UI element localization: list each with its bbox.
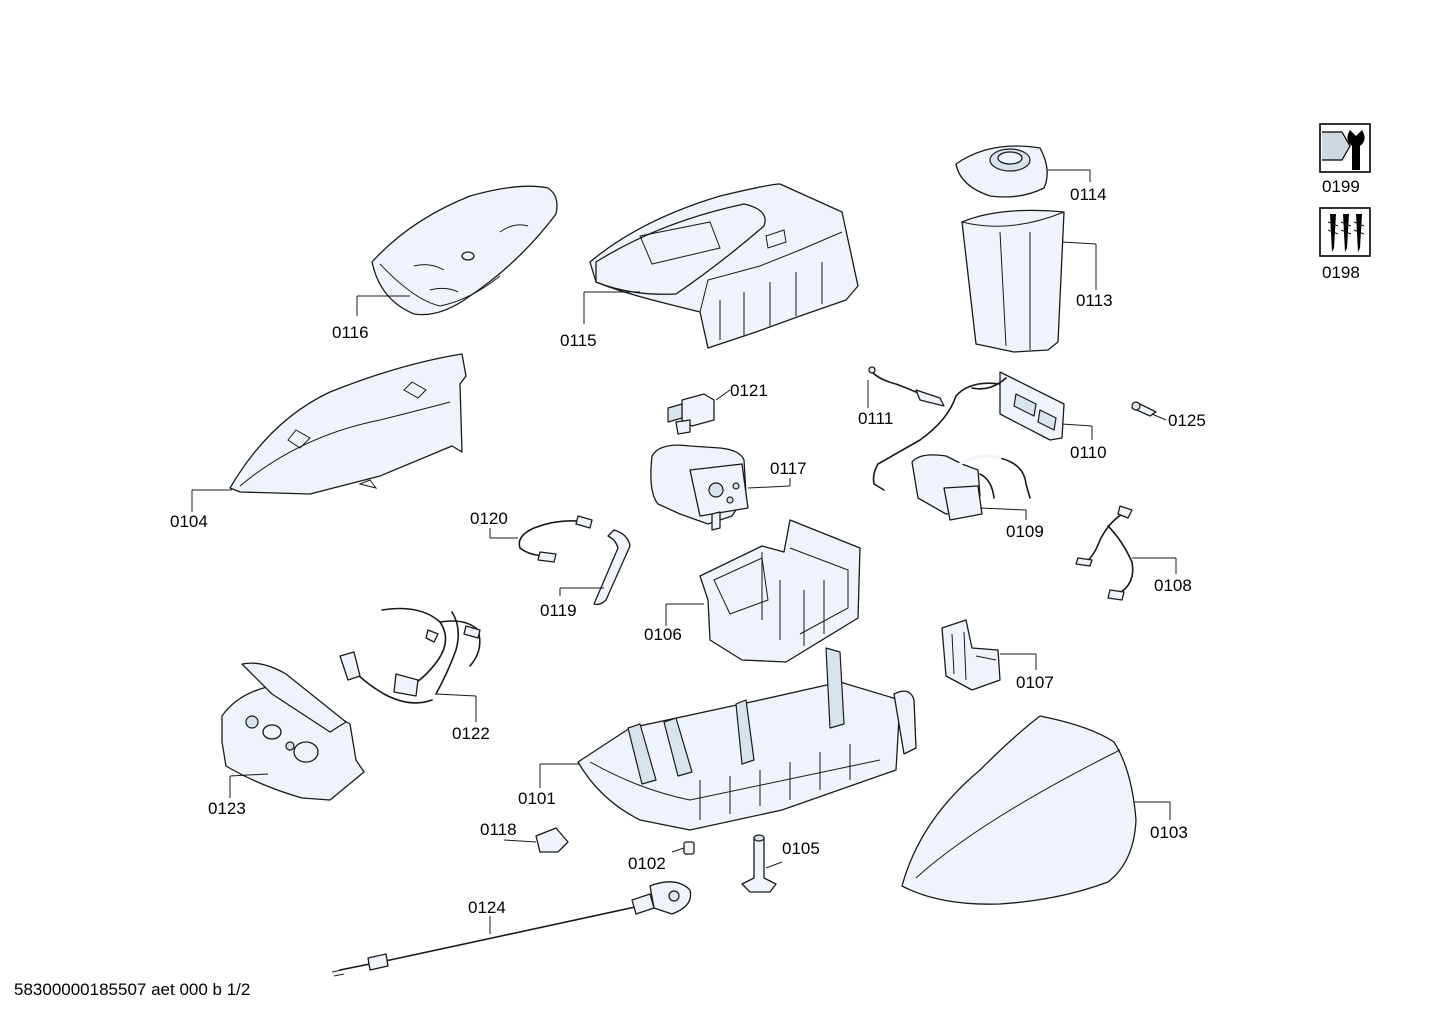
part-0115-top-housing[interactable] (589, 183, 859, 349)
part-0108-wire[interactable] (1075, 505, 1134, 601)
part-0109-pump-hoses[interactable] (911, 454, 1031, 521)
label-0121: 0121 (730, 381, 768, 400)
document-footer-id: 58300000185507 aet 000 b 1/2 (14, 980, 251, 999)
part-0125-screw[interactable] (1131, 401, 1157, 417)
label-0104: 0104 (170, 512, 208, 531)
part-0113-water-tank[interactable] (961, 209, 1065, 353)
part-0107-bracket[interactable] (941, 619, 1001, 691)
part-0110-control-board[interactable] (872, 371, 1065, 491)
part-0111-wire-sensor[interactable] (868, 366, 945, 407)
label-0113: 0113 (1076, 291, 1113, 310)
label-0115: 0115 (560, 331, 597, 350)
part-0123-control-panel[interactable] (221, 662, 365, 801)
label-0114: 0114 (1070, 185, 1107, 204)
label-0123: 0123 (208, 799, 246, 818)
part-0105-spindle[interactable] (741, 834, 777, 893)
label-0105: 0105 (782, 839, 820, 858)
part-0121-valve[interactable] (667, 393, 715, 435)
part-0124-power-cord[interactable] (331, 881, 692, 977)
label-0103: 0103 (1150, 823, 1188, 842)
label-0106: 0106 (644, 625, 682, 644)
part-0116-cover-plate[interactable] (371, 185, 558, 316)
part-0114-tank-lid[interactable] (955, 145, 1048, 198)
label-0110: 0110 (1070, 443, 1107, 462)
part-0103-side-shell[interactable] (901, 715, 1137, 905)
label-0118: 0118 (480, 820, 517, 839)
label-0117: 0117 (770, 459, 807, 478)
label-0116: 0116 (332, 323, 369, 342)
label-0108: 0108 (1154, 576, 1192, 595)
part-0104-side-cover[interactable] (229, 353, 467, 495)
part-0122-wiring-harness[interactable] (339, 607, 481, 704)
label-0120: 0120 (470, 509, 508, 528)
label-0119: 0119 (540, 601, 577, 620)
legend-0198: 0198 (1322, 263, 1360, 282)
screws-icon (1319, 207, 1371, 257)
part-0119-tube[interactable] (593, 529, 631, 606)
label-0125: 0125 (1168, 411, 1206, 430)
label-0107: 0107 (1016, 673, 1054, 692)
part-0117-pump[interactable] (650, 444, 749, 531)
label-0122: 0122 (452, 724, 490, 743)
label-0109: 0109 (1006, 522, 1044, 541)
part-0120-hose[interactable] (518, 515, 593, 563)
part-0118-clip[interactable] (535, 827, 569, 853)
legend-0199: 0199 (1322, 177, 1360, 196)
nut-wrench-icon (1319, 123, 1371, 173)
label-0111: 0111 (858, 409, 893, 428)
part-0106-frame[interactable] (699, 519, 861, 663)
label-0124: 0124 (468, 898, 506, 917)
label-0102: 0102 (628, 854, 666, 873)
label-0101: 0101 (518, 789, 556, 808)
part-0102-foot[interactable] (683, 841, 695, 855)
part-0101-base-frame[interactable] (577, 647, 917, 831)
